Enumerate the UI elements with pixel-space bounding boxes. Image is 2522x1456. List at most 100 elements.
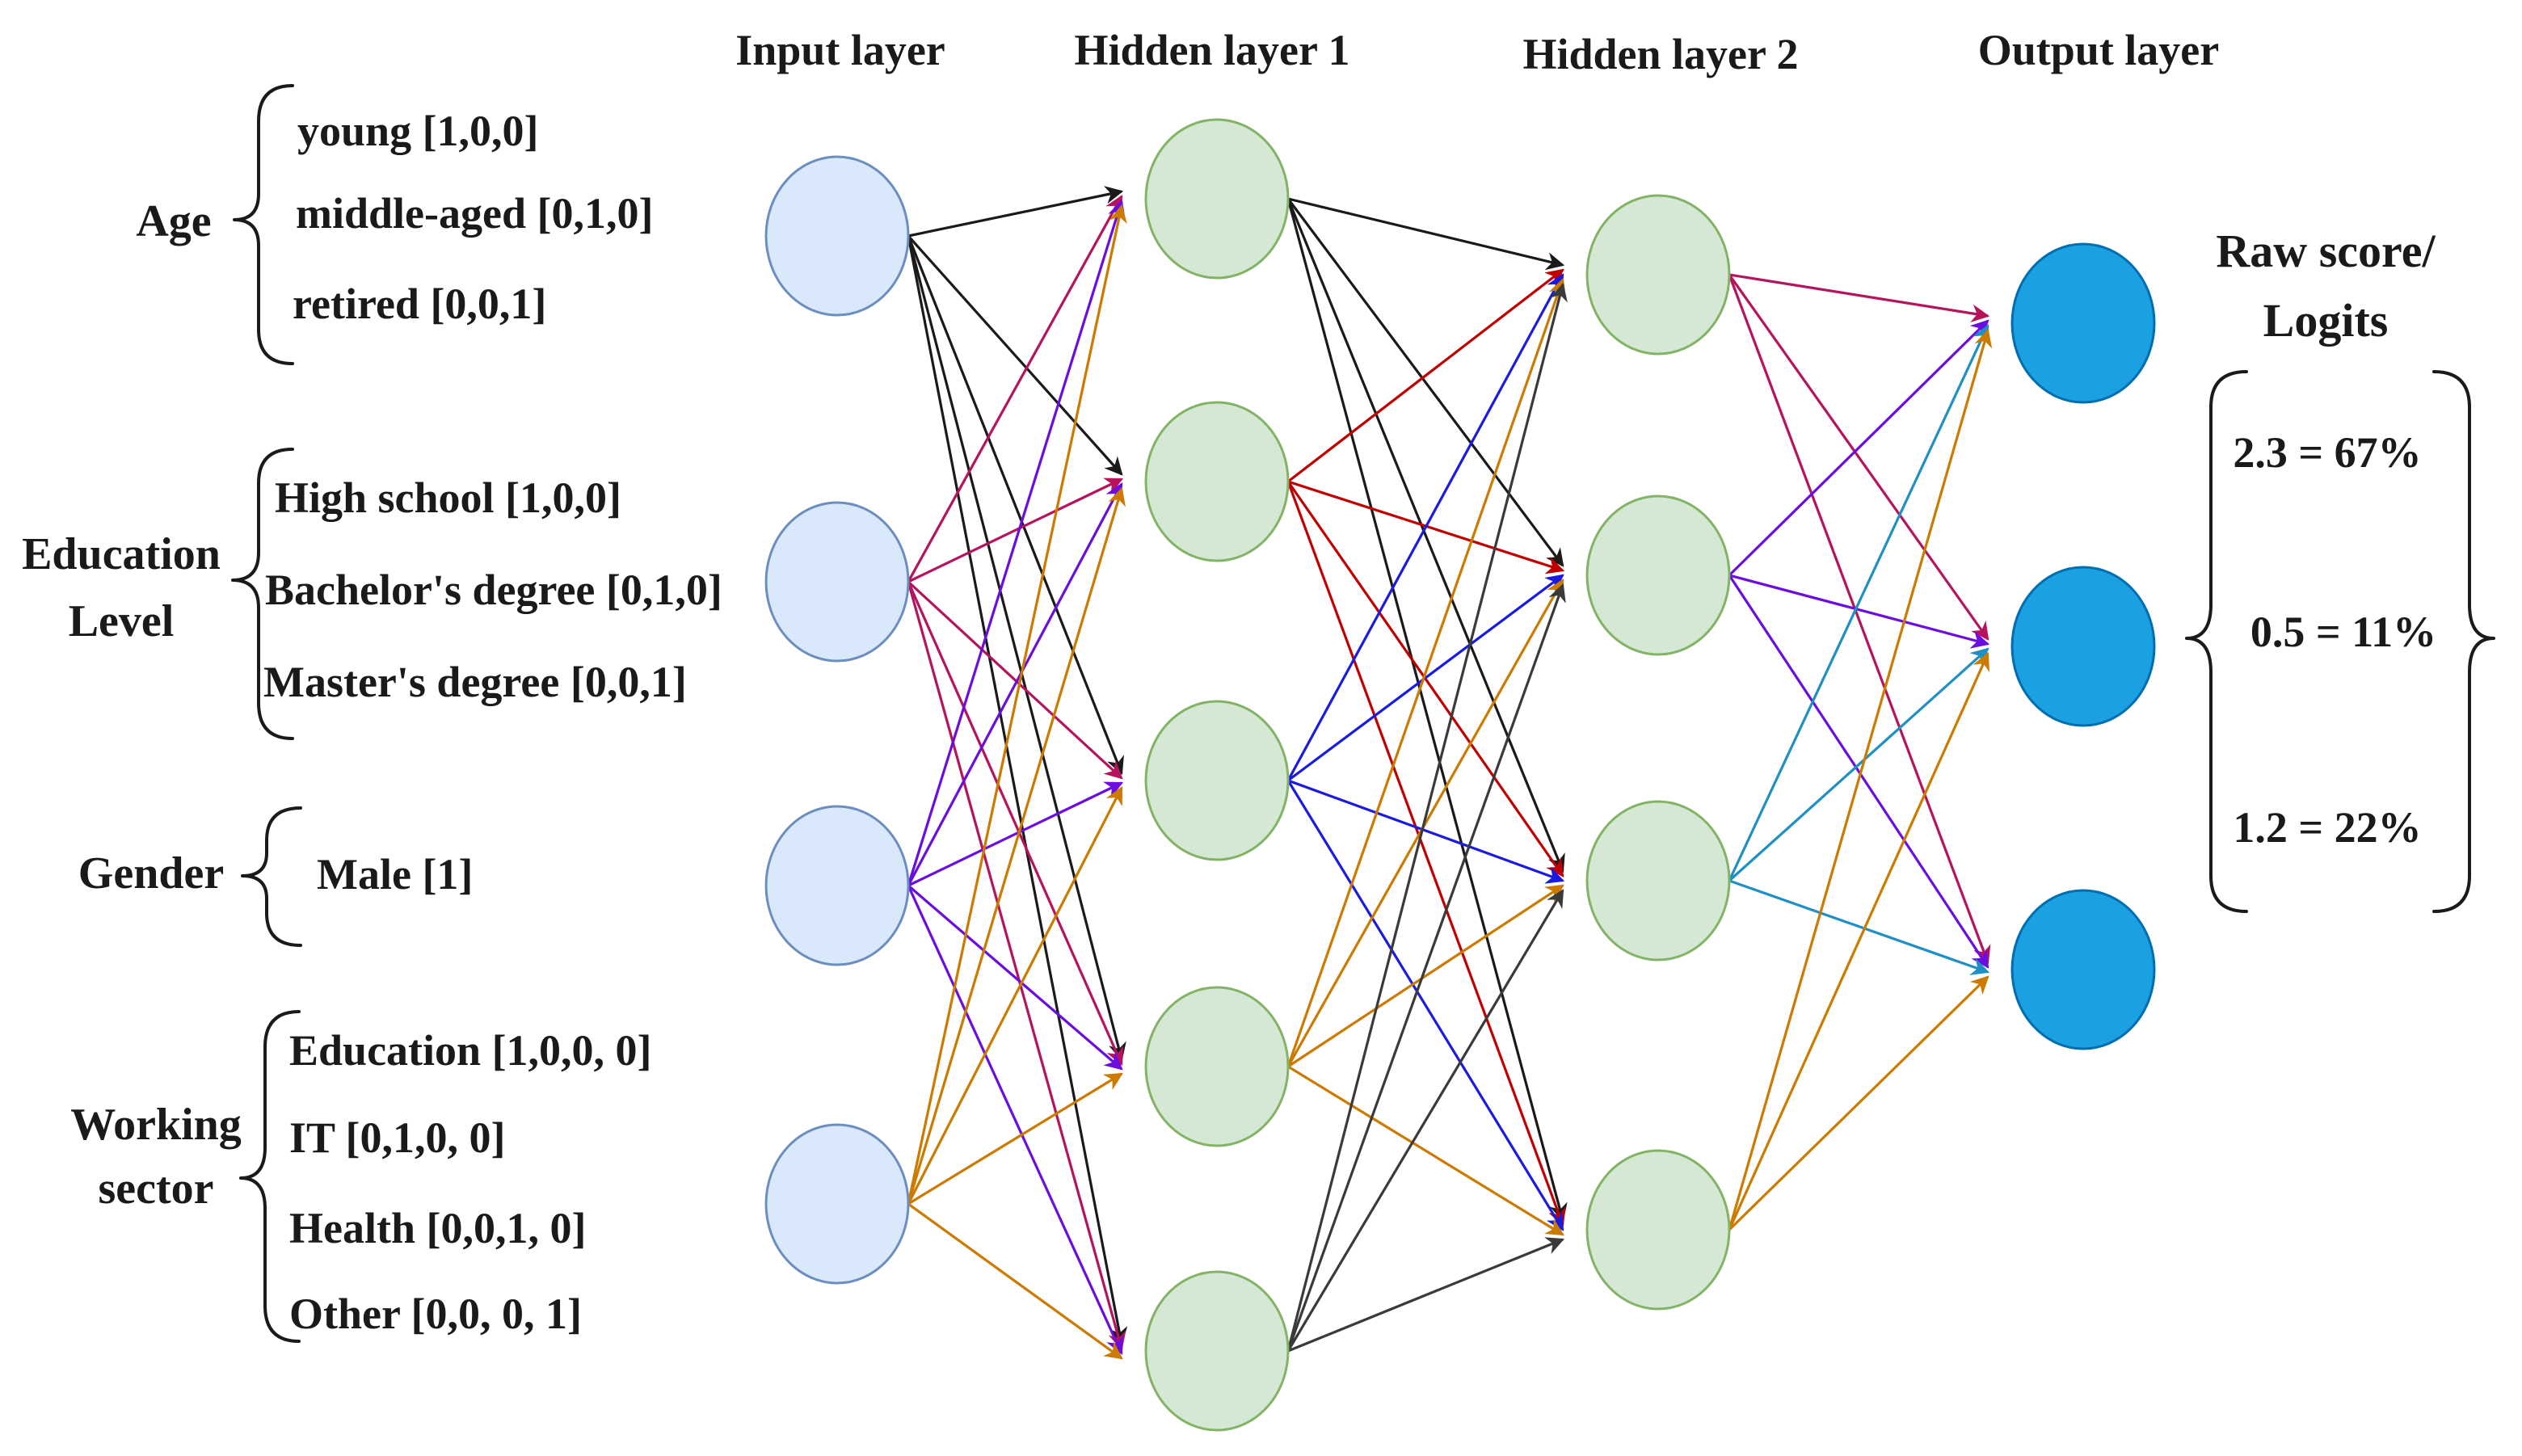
edge-input-4-to-hidden1-5: [907, 1202, 1123, 1360]
edge-hidden2-4-to-output-2: [1728, 651, 1989, 1231]
edge-hidden1-5-to-hidden2-4: [1287, 1237, 1565, 1353]
feature-age-label: Age: [136, 196, 211, 246]
age-item-middle-aged: middle-aged [0,1,0]: [296, 189, 653, 238]
sector-item-it: IT [0,1,0, 0]: [289, 1113, 506, 1162]
feature-gender-label: Gender: [78, 848, 224, 898]
scores-right-brace: [2432, 370, 2495, 913]
score-output-1: 2.3 = 67%: [2233, 428, 2421, 477]
edge-hidden2-2-to-output-2: [1728, 574, 1990, 649]
age-brace: [233, 84, 294, 365]
edge-input-4-to-hidden1-2: [907, 486, 1126, 1205]
edge-hidden2-2-to-output-1: [1728, 319, 1989, 577]
score-output-2: 0.5 = 11%: [2250, 608, 2436, 656]
hidden2-neuron-1: [1585, 194, 1731, 356]
edge-hidden1-4-to-hidden2-3: [1287, 884, 1564, 1068]
education-item-bachelor: Bachelor's degree [0,1,0]: [265, 566, 722, 614]
raw-score-label-line1: Raw score/: [2216, 225, 2436, 277]
edge-hidden1-1-to-hidden2-1: [1287, 197, 1565, 271]
education-item-high-school: High school [1,0,0]: [275, 473, 621, 522]
education-item-master: Master's degree [0,0,1]: [263, 658, 687, 706]
edge-input-2-to-hidden1-3: [907, 580, 1123, 780]
raw-score-label-line2: Logits: [2263, 294, 2389, 347]
edge-hidden2-1-to-output-1: [1728, 273, 1990, 322]
edge-hidden1-1-to-hidden2-4: [1286, 198, 1568, 1222]
feature-working-label-line1: Working: [70, 1100, 242, 1150]
edge-input-2-to-hidden1-2: [907, 478, 1124, 583]
edge-hidden2-3-to-output-3: [1728, 879, 1990, 975]
edge-input-4-to-hidden1-3: [907, 786, 1123, 1205]
output-neuron-1: [2010, 242, 2156, 404]
edge-hidden1-4-to-hidden2-1: [1286, 277, 1566, 1067]
edge-hidden1-1-to-hidden2-2: [1286, 198, 1564, 567]
sector-item-other: Other [0,0, 0, 1]: [289, 1290, 582, 1338]
connections: [907, 186, 1993, 1360]
sector-item-education: Education [1,0,0, 0]: [289, 1026, 652, 1075]
edge-hidden1-5-to-hidden2-2: [1286, 583, 1566, 1352]
edge-hidden1-5-to-hidden2-1: [1286, 282, 1568, 1352]
edge-hidden1-3-to-hidden2-3: [1287, 779, 1565, 884]
edge-hidden2-2-to-output-3: [1728, 574, 1989, 969]
edge-input-3-to-hidden1-4: [907, 884, 1123, 1071]
edge-input-1-to-hidden1-4: [907, 235, 1126, 1062]
output-layer-title: Output layer: [1978, 26, 2220, 74]
input-neuron-4: [764, 1123, 910, 1285]
output-neuron-3: [2010, 889, 2156, 1050]
feature-education-label-line2: Level: [69, 596, 175, 646]
input-layer-title: Input layer: [735, 26, 945, 74]
feature-education-label-line1: Education: [22, 529, 221, 579]
score-output-3: 1.2 = 22%: [2233, 803, 2421, 852]
hidden1-neuron-4: [1144, 986, 1290, 1147]
edge-hidden2-3-to-output-2: [1728, 647, 1989, 882]
edge-input-1-to-hidden1-3: [907, 235, 1124, 776]
edge-hidden1-1-to-hidden2-3: [1286, 198, 1565, 873]
output-neuron-2: [2010, 566, 2156, 727]
sector-item-health: Health [0,0,1, 0]: [289, 1204, 586, 1252]
edge-hidden2-1-to-output-2: [1728, 274, 1989, 641]
edge-hidden1-3-to-hidden2-4: [1286, 780, 1564, 1231]
hidden1-neuron-2: [1144, 401, 1290, 562]
input-neuron-1: [764, 155, 910, 317]
age-item-retired: retired [0,0,1]: [293, 280, 546, 328]
edge-input-3-to-hidden1-1: [907, 199, 1126, 886]
edge-hidden1-3-to-hidden2-1: [1286, 273, 1564, 781]
age-item-young: young [1,0,0]: [297, 107, 539, 155]
edge-input-2-to-hidden1-1: [907, 195, 1123, 583]
edge-input-2-to-hidden1-5: [907, 581, 1126, 1351]
education-brace: [231, 448, 294, 740]
hidden1-neuron-3: [1144, 700, 1290, 861]
edge-hidden1-2-to-hidden2-1: [1287, 268, 1564, 483]
edge-input-2-to-hidden1-4: [907, 581, 1124, 1067]
hidden1-neuron-5: [1144, 1270, 1290, 1432]
edge-input-1-to-hidden1-1: [907, 186, 1124, 238]
edge-hidden2-1-to-output-3: [1728, 274, 1991, 965]
hidden1-neuron-1: [1144, 118, 1290, 280]
input-neuron-2: [764, 501, 910, 663]
gender-item-male: Male [1]: [317, 850, 473, 898]
edge-input-4-to-hidden1-4: [907, 1072, 1123, 1206]
feature-working-label-line2: sector: [98, 1164, 213, 1214]
edge-input-1-to-hidden1-5: [907, 235, 1128, 1346]
edge-hidden2-4-to-output-3: [1728, 975, 1989, 1231]
edge-input-4-to-hidden1-1: [907, 204, 1127, 1205]
edge-hidden1-2-to-hidden2-4: [1286, 481, 1566, 1227]
gender-brace: [241, 806, 302, 947]
input-neuron-3: [764, 805, 910, 966]
edge-hidden1-4-to-hidden2-4: [1287, 1065, 1564, 1236]
scores-left-brace: [2185, 370, 2248, 913]
edge-hidden1-4-to-hidden2-2: [1286, 579, 1564, 1067]
edge-hidden2-4-to-output-1: [1728, 328, 1993, 1231]
hidden-layer-1-title: Hidden layer 1: [1074, 26, 1349, 74]
neurons: [764, 118, 2156, 1432]
hidden2-neuron-4: [1585, 1149, 1731, 1311]
edge-hidden1-5-to-hidden2-3: [1286, 889, 1564, 1352]
edge-input-3-to-hidden1-3: [907, 781, 1124, 887]
hidden-layer-2-title: Hidden layer 2: [1522, 30, 1798, 78]
edge-input-1-to-hidden1-2: [907, 234, 1123, 476]
edge-hidden2-3-to-output-1: [1728, 323, 1989, 882]
edge-hidden1-3-to-hidden2-2: [1287, 574, 1564, 782]
edge-input-3-to-hidden1-2: [907, 482, 1123, 886]
working-brace: [239, 1010, 301, 1343]
edge-input-3-to-hidden1-5: [907, 885, 1123, 1356]
hidden2-neuron-2: [1585, 494, 1731, 656]
